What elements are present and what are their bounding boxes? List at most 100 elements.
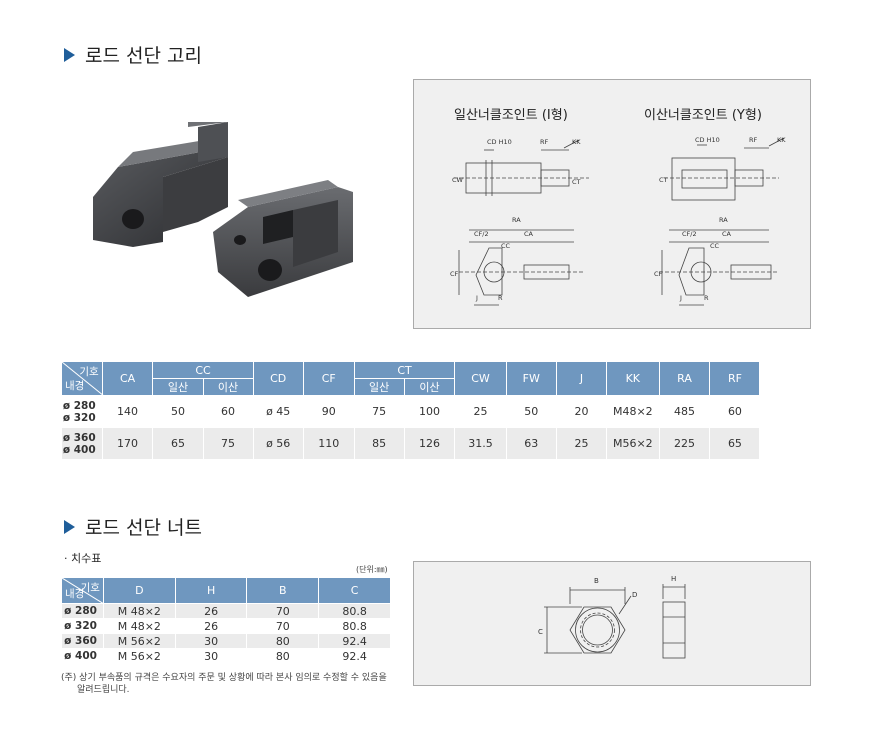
cell-cw: 31.5: [454, 427, 507, 460]
col-ra: RA: [658, 361, 711, 396]
cell-cw: 25: [454, 395, 507, 428]
bore-cell: ø 400: [61, 648, 104, 664]
cell-b: 80: [246, 648, 320, 664]
cell-c: 80.8: [318, 618, 391, 634]
dim-j-i: J: [475, 294, 478, 302]
col-cf: CF: [302, 361, 355, 396]
cell-d: M 56×2: [102, 633, 176, 649]
knuckle-joint-photo: [78, 117, 368, 312]
dim-ca-i: CA: [524, 230, 534, 238]
table1-corner-cell: 기호 내경: [61, 361, 104, 396]
bore-value: ø 360: [62, 431, 96, 444]
dim-d: D: [632, 591, 637, 599]
cell-d: M 56×2: [102, 648, 176, 664]
bore-cell: ø 360 ø 400: [61, 427, 103, 460]
dim-cd-i: CD H10: [487, 138, 512, 146]
col-j: J: [555, 361, 607, 396]
subtitle: · 치수표: [64, 550, 101, 566]
cell-ct-one: 85: [353, 427, 405, 460]
col-ct: CT: [353, 361, 456, 379]
cell-ra: 485: [658, 395, 711, 428]
cell-cf: 110: [302, 427, 355, 460]
cell-h: 30: [174, 648, 248, 664]
table-row: ø 280 M 48×2 26 70 80.8: [61, 603, 391, 619]
cell-ct-two: 126: [403, 427, 456, 460]
dim-b: B: [594, 577, 599, 585]
dim-ca-y: CA: [722, 230, 732, 238]
dim-ra-y: RA: [719, 216, 728, 224]
col-cd: CD: [252, 361, 304, 396]
i-type-title: 일산너클조인트 (I형): [454, 108, 568, 123]
col-rf: RF: [709, 361, 761, 396]
section-title-rod-clevis: 로드 선단 고리: [64, 41, 202, 68]
dim-cf2-y: CF/2: [682, 230, 697, 238]
col-kk: KK: [605, 361, 660, 396]
dim-cw-i: CW: [452, 176, 464, 184]
footnote-line2: 알려드립니다.: [77, 685, 130, 695]
table-row: ø 360 ø 400 170 65 75 ø 56 110 85 126 31…: [61, 427, 810, 460]
cell-c: 80.8: [318, 603, 391, 619]
dim-kk-y: KK: [777, 136, 786, 144]
table-row: ø 360 M 56×2 30 80 92.4: [61, 633, 391, 649]
corner-symbol-label: 기호: [79, 366, 99, 378]
bore-cell: ø 360: [61, 633, 104, 649]
bore-cell: ø 280 ø 320: [61, 395, 103, 428]
dim-cf-y: CF: [654, 270, 663, 278]
cell-j: 20: [555, 395, 607, 428]
cell-h: 26: [174, 603, 248, 619]
bore-value: ø 280: [62, 399, 96, 412]
section-title-rod-nut: 로드 선단 너트: [64, 513, 202, 540]
cell-cd: ø 45: [252, 395, 304, 428]
rod-nut-spec-table: 기호 내경 D H B C ø 280 M 48×2 26 70 80.8 ø …: [61, 577, 391, 664]
rod-nut-drawing: B H D C: [413, 561, 811, 686]
cell-b: 70: [246, 603, 320, 619]
knuckle-joint-spec-table: 기호 내경 CA CC CD CF CT CW FW J KK RA RF 일산…: [61, 361, 810, 460]
cell-cd: ø 56: [252, 427, 304, 460]
dim-cc-y: CC: [710, 242, 720, 250]
dim-rf-y: RF: [749, 136, 758, 144]
cell-rf: 60: [709, 395, 761, 428]
corner-symbol-label: 기호: [80, 582, 100, 594]
dim-cd-y: CD H10: [695, 136, 720, 144]
footnote-line1: (주) 상기 부속품의 규격은 수요자의 주문 및 상황에 따라 본사 임의로 …: [61, 673, 387, 683]
cell-cc-one: 50: [152, 395, 204, 428]
bore-value: ø 400: [62, 443, 96, 456]
col-ct-one: 일산: [353, 378, 405, 396]
col-h: H: [174, 577, 248, 604]
dim-ct-i: CT: [572, 178, 581, 186]
dim-r-y: R: [704, 294, 709, 302]
dim-r-i: R: [498, 294, 503, 302]
table-row: ø 400 M 56×2 30 80 92.4: [61, 648, 391, 664]
footnote: (주) 상기 부속품의 규격은 수요자의 주문 및 상황에 따라 본사 임의로 …: [61, 672, 401, 696]
bore-cell: ø 280: [61, 603, 104, 619]
dim-c: C: [538, 628, 543, 636]
cell-cc-one: 65: [152, 427, 204, 460]
cell-cf: 90: [302, 395, 355, 428]
triangle-bullet-icon: [64, 519, 75, 534]
cell-c: 92.4: [318, 648, 391, 664]
cell-b: 80: [246, 633, 320, 649]
col-cw: CW: [454, 361, 507, 396]
cell-c: 92.4: [318, 633, 391, 649]
table2-corner-cell: 기호 내경: [61, 577, 104, 604]
col-d: D: [102, 577, 176, 604]
dim-cf2-i: CF/2: [474, 230, 489, 238]
dim-ct-y: CT: [659, 176, 668, 184]
cell-ct-two: 100: [403, 395, 456, 428]
cell-d: M 48×2: [102, 618, 176, 634]
col-cc: CC: [152, 361, 254, 379]
corner-bore-label: 내경: [65, 588, 85, 600]
cell-rf: 65: [709, 427, 761, 460]
dim-kk-i: KK: [572, 138, 581, 146]
cell-d: M 48×2: [102, 603, 176, 619]
cell-h: 30: [174, 633, 248, 649]
bullet-dot-icon: ·: [64, 552, 71, 565]
dim-cf-i: CF: [450, 270, 459, 278]
col-cc-two: 이산: [202, 378, 254, 396]
section-title-text: 로드 선단 고리: [85, 45, 202, 67]
dim-j-y: J: [679, 294, 682, 302]
section-title-text: 로드 선단 너트: [85, 517, 202, 539]
cell-fw: 63: [505, 427, 557, 460]
subtitle-text: 치수표: [71, 552, 102, 565]
dim-ra-i: RA: [512, 216, 521, 224]
